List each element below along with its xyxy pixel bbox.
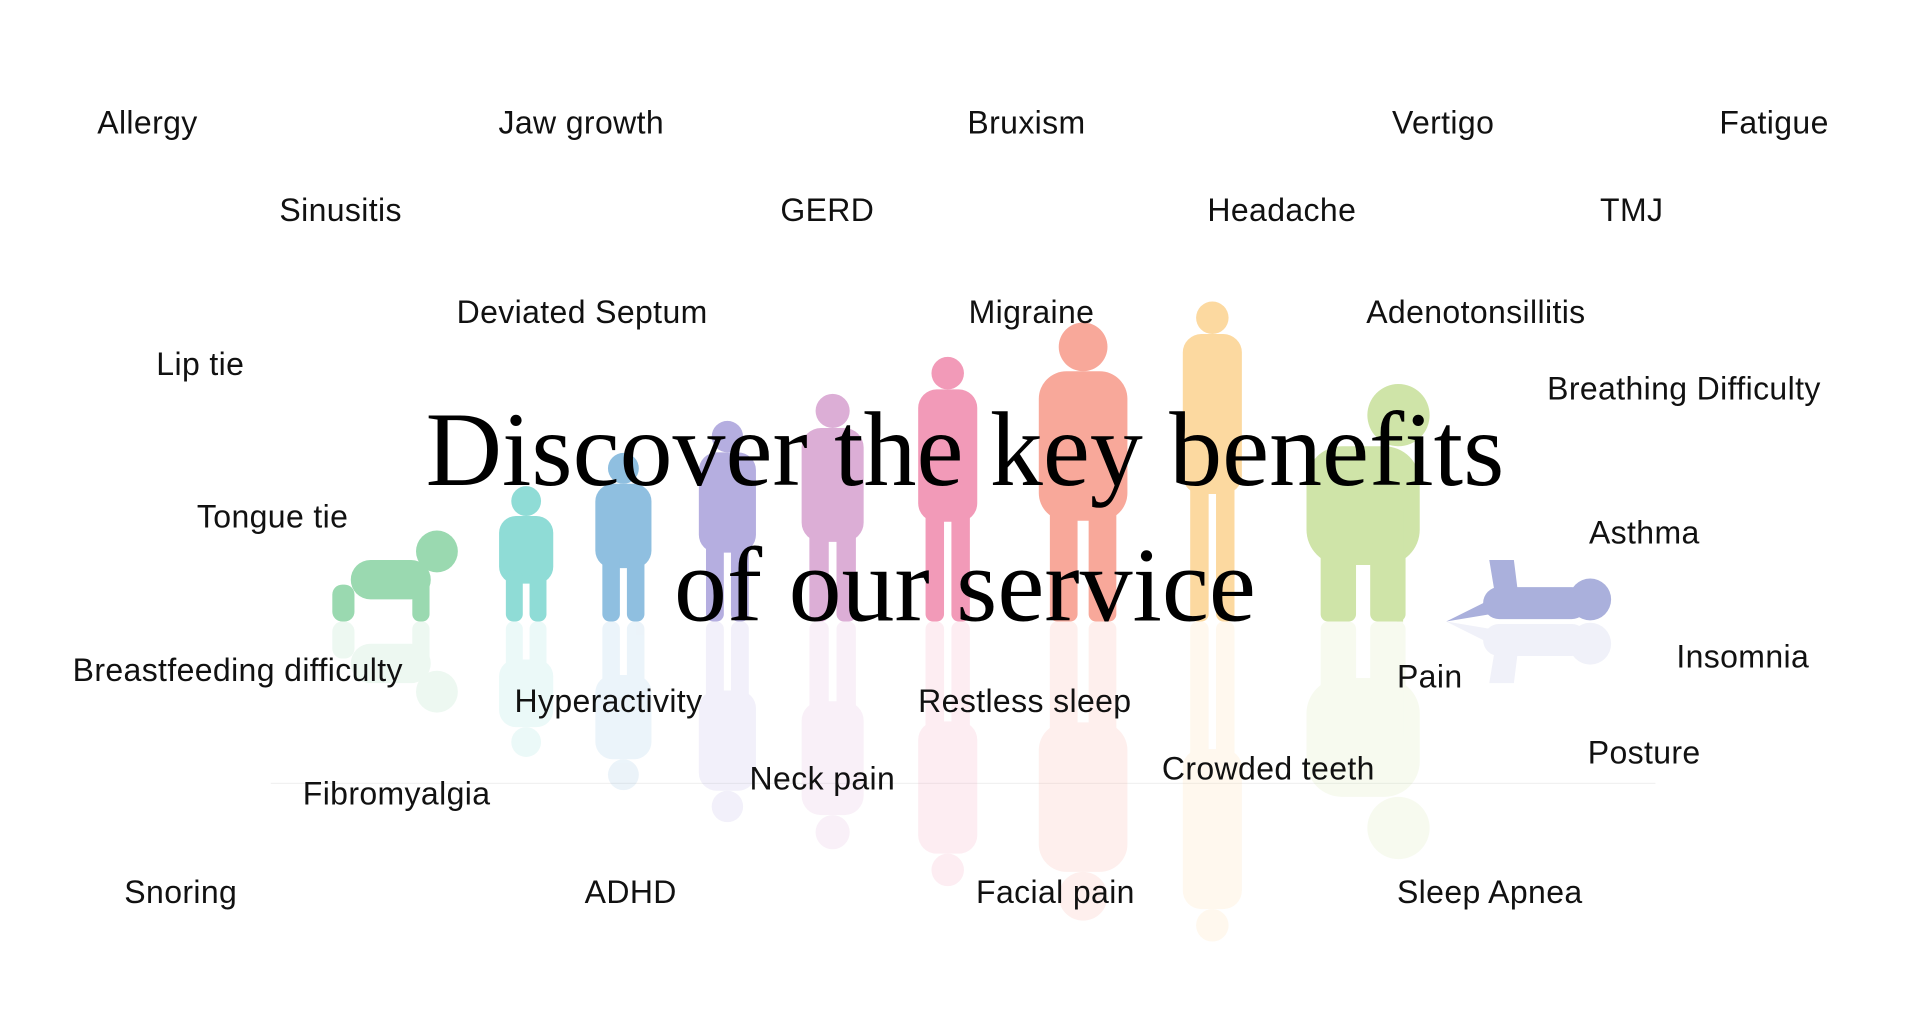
condition-pain: Pain [1396,657,1463,695]
ground-line [270,782,1656,785]
condition-gerd: GERD [780,191,875,229]
silhouette-girl [801,393,864,622]
heading-line-1: Discover the key benefits [425,390,1505,509]
silhouette-adult-man [1038,322,1128,622]
reflection-lying-person [1446,621,1612,684]
silhouette-kid [698,420,756,622]
reflection-child [595,621,652,791]
condition-allergy: Allergy [97,104,198,141]
condition-asthma: Asthma [1588,513,1700,551]
condition-crowded-teeth: Crowded teeth [1161,750,1375,788]
condition-sleep-apnea: Sleep Apnea [1396,873,1583,911]
reflection-kid [698,621,756,823]
silhouette-tall-man [1182,301,1242,622]
condition-fibromyalgia: Fibromyalgia [302,774,491,812]
silhouette-toddler [499,486,554,622]
silhouette-lying-person [1446,560,1612,622]
condition-insomnia: Insomnia [1676,638,1810,676]
condition-vertigo: Vertigo [1392,104,1495,141]
reflection-toddler [499,621,554,757]
condition-posture: Posture [1587,734,1701,772]
condition-hyperactivity: Hyperactivity [514,682,703,720]
condition-fatigue: Fatigue [1719,104,1829,141]
condition-lip-tie: Lip tie [156,345,245,383]
reflection-adult-man [1038,621,1128,921]
reflection-tall-man [1182,621,1242,942]
condition-neck-pain: Neck pain [749,760,896,797]
condition-restless-sleep: Restless sleep [918,682,1132,720]
condition-bruxism: Bruxism [967,104,1086,141]
reflection-baby [332,621,458,713]
condition-tongue-tie: Tongue tie [196,497,349,535]
condition-adhd: ADHD [584,873,677,911]
condition-migraine: Migraine [968,293,1095,331]
condition-breastfeeding-difficulty: Breastfeeding difficulty [72,651,403,689]
reflection-girl [801,621,864,850]
silhouette-elderly [1306,384,1430,622]
reflection-elderly [1306,621,1430,860]
condition-facial-pain: Facial pain [976,873,1135,911]
silhouette-baby [332,530,458,622]
condition-breathing-difficulty: Breathing Difficulty [1547,369,1821,407]
condition-tmj: TMJ [1600,191,1664,229]
silhouette-teen [918,356,978,622]
condition-deviated-septum: Deviated Septum [456,293,708,331]
reflection-teen [918,621,978,887]
condition-headache: Headache [1207,191,1357,229]
condition-sinusitis: Sinusitis [279,191,402,229]
condition-snoring: Snoring [124,873,238,911]
condition-jaw-growth: Jaw growth [498,104,665,141]
heading-line-2: of our service [673,525,1256,644]
condition-adenotonsillitis: Adenotonsillitis [1366,293,1586,331]
silhouette-child [595,452,652,622]
